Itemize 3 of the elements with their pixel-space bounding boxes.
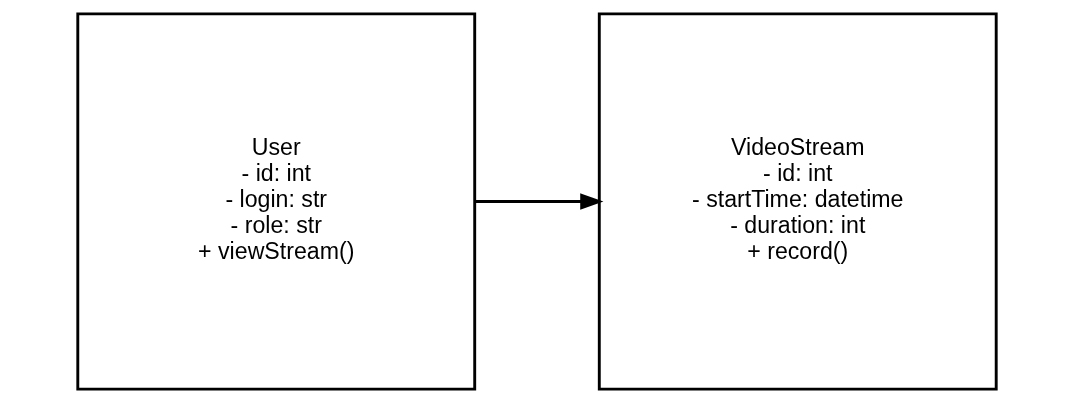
node-box: User - id: int - login: str - role: str + viewStream() <box>75 12 476 391</box>
node-box: VideoStream - id: int - startTime: datetime - duration: int + record() <box>597 12 998 391</box>
arrow <box>474 193 603 210</box>
